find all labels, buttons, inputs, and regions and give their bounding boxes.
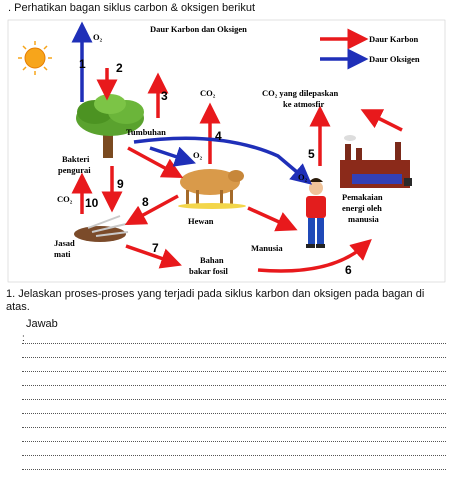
manusia-label: Manusia [251, 243, 283, 253]
bakar-fosil-label: bakar fosil [189, 266, 228, 276]
legend-oxygen-label: Daur Oksigen [369, 54, 420, 64]
arrow-cow-human [247, 206, 298, 232]
dead-animal-icon [74, 215, 129, 242]
diagram-heading: Daur Karbon dan Oksigen [150, 24, 247, 34]
co2-a-label: CO₂ [200, 88, 216, 98]
step-number-10: 10 [85, 196, 99, 210]
co2-released-label: CO₂ yang dilepaskan [262, 88, 339, 98]
tumbuhan-label: Tumbuhan [126, 127, 166, 137]
carbon-oxygen-cycle-diagram: Daur Karbon dan Oksigen Daur Karbon Daur… [7, 19, 446, 283]
hewan-label: Hewan [188, 216, 214, 226]
o2-mid-label: O₂ [193, 150, 203, 160]
answer-line[interactable] [22, 455, 446, 456]
sun-icon [18, 41, 52, 75]
manusia-energy-label: manusia [348, 214, 379, 224]
legend-carbon-label: Daur Karbon [369, 34, 418, 44]
answer-line[interactable] [22, 385, 446, 386]
answer-line[interactable] [22, 343, 446, 344]
pemakaian-label: Pemakaian [342, 192, 383, 202]
step-number-8: 8 [142, 195, 149, 209]
arrow-7 [125, 244, 182, 269]
answer-line[interactable] [22, 371, 446, 372]
step-number-1: 1 [79, 57, 86, 71]
answer-label: Jawab [26, 318, 58, 330]
to-atmosphere-label: ke atmosfir [283, 99, 325, 109]
energi-oleh-label: energi oleh [342, 203, 382, 213]
step-number-5: 5 [308, 147, 315, 161]
o2-top-label: O₂ [93, 32, 103, 42]
step-number-7: 7 [152, 241, 159, 255]
page-title: . Perhatikan bagan siklus carbon & oksig… [8, 2, 256, 14]
answer-line[interactable] [22, 399, 446, 400]
mati-label: mati [54, 249, 71, 259]
arrow-tree-cow [127, 146, 184, 179]
o2-right-label: O₂ [298, 172, 308, 182]
arrow-factory-co2 [360, 109, 403, 132]
arrow-6 [257, 239, 372, 273]
answer-line[interactable] [22, 357, 446, 358]
co2-left-label: CO₂ [57, 194, 73, 204]
answer-line[interactable] [22, 427, 446, 428]
cow-icon [178, 169, 246, 209]
step-number-4: 4 [215, 129, 222, 143]
question-text: 1. Jelaskan proses-proses yang terjadi p… [6, 288, 425, 313]
pengurai-label: pengurai [58, 165, 91, 175]
factory-icon [340, 135, 412, 188]
jasad-label: Jasad [54, 238, 75, 248]
bahan-label: Bahan [200, 255, 224, 265]
step-number-2: 2 [116, 61, 123, 75]
step-number-3: 3 [161, 89, 168, 103]
arrow-8 [124, 194, 179, 226]
answer-line[interactable] [22, 413, 446, 414]
tree-icon [76, 94, 144, 158]
answer-colon: : [22, 333, 25, 344]
bakteri-label: Bakteri [62, 154, 90, 164]
person-icon [306, 178, 326, 248]
answer-line[interactable] [22, 441, 446, 442]
arrow-o2-cow [149, 146, 196, 167]
arrow-4 [133, 136, 313, 185]
answer-line[interactable] [22, 469, 446, 470]
step-number-9: 9 [117, 177, 124, 191]
step-number-6: 6 [345, 263, 352, 277]
